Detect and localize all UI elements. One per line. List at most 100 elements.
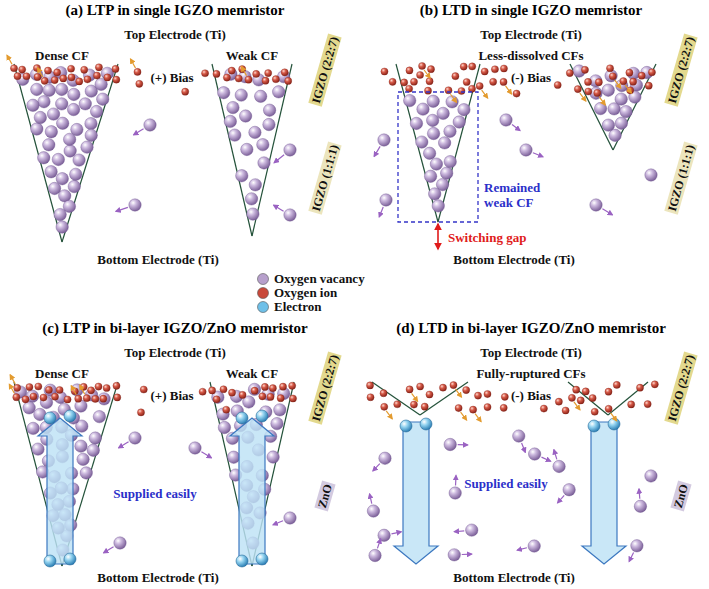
oxygen-vacancy [38,152,50,164]
oxygen-ion [253,70,260,77]
oxygen-ion [83,395,90,402]
layer-face [364,46,664,64]
layer-face [664,544,698,586]
vacancy-motion-arrow [377,539,380,548]
annotation-label: Weak CF [226,366,278,381]
oxygen-ion [220,386,227,393]
oxygen-vacancy [634,500,646,512]
oxygen-ion [455,404,462,411]
oxygen-ion [463,78,470,85]
oxygen-ion [594,89,601,96]
oxygen-ion [199,388,206,395]
vacancy-motion-arrow [558,495,565,503]
oxygen-vacancy [403,94,415,106]
oxygen-vacancy [424,170,436,182]
vacancy-motion-arrow [374,146,380,156]
oxygen-ion [626,69,633,76]
panel-title: (a) LTP in single IGZO memristor [65,2,284,19]
oxygen-ion [289,382,296,389]
layer-face [364,568,664,586]
oxygen-ion [630,78,637,85]
ion-motion-arrow [482,90,488,98]
ion-motion-arrow [242,67,247,76]
legend-swatch-frame [256,300,270,314]
oxygen-vacancy [263,104,275,116]
oxygen-ion [651,381,658,388]
supply-arrow [230,418,274,564]
oxygen-vacancy [249,179,261,191]
oxygen-vacancy [129,199,141,211]
oxygen-vacancy [444,155,456,167]
layer-label: ZnO [670,481,691,512]
layer-outline [8,74,342,250]
oxygen-ion [259,393,266,400]
figure-panel: (c) LTP in bi-layer IGZO/ZnO memristorTo… [0,318,350,589]
layer-outline [364,74,698,250]
igzo-layer: IGZO (1:1:1) [8,74,342,250]
oxygen-vacancy [432,200,444,212]
oxygen-ion [23,73,30,80]
oxygen-ion [636,384,643,391]
oxygen-vacancy [284,144,296,156]
oxygen-vacancy [615,117,627,129]
oxygen-vacancy [52,153,64,165]
oxygen-ion [95,64,102,71]
oxygen-ion [262,77,269,84]
vacancy-motion-arrow [201,452,211,458]
vacancy-motion-arrow [554,450,557,460]
oxygen-vacancy [417,103,429,115]
vacancy-motion-arrow [512,125,520,131]
vacancy-motion-arrow [274,205,284,211]
oxygen-vacancy [48,182,60,194]
oxygen-vacancy [427,95,439,107]
oxygen-ion [381,68,388,75]
oxygen-ion [114,394,121,401]
oxygen-ion [235,75,242,82]
oxygen-ion [113,76,120,83]
oxygen-vacancy [602,119,614,131]
layer-label: IGZO (1:1:1) [664,141,697,214]
panel-title: (c) LTP in bi-layer IGZO/ZnO memristor [42,320,307,337]
oxygen-vacancy [427,127,439,139]
oxygen-vacancy [274,404,286,416]
oxygen-ion [279,383,286,390]
oxygen-ion [582,388,589,395]
oxygen-ion [417,383,424,390]
bottom-electrode-layer: Bottom Electrode (Ti) [364,544,698,586]
ion-motion-arrow [10,375,15,384]
vacancy-motion-arrow [370,494,372,504]
annotation-label: (-) Bias [511,70,551,85]
oxygen-vacancy [453,116,465,128]
oxygen-vacancy [631,540,643,552]
oxygen-ion [81,66,88,73]
oxygen-vacancy [235,89,247,101]
electron [400,420,412,432]
oxygen-vacancy [31,83,43,95]
oxygen-ion [35,383,42,390]
oxygen-ion [76,78,83,85]
electron [256,410,268,422]
illustration-part [364,392,698,568]
bottom-electrode-layer: Bottom Electrode (Ti) [364,226,698,268]
layer-face [364,340,698,364]
layer-face [8,416,308,568]
oxygen-vacancy [47,108,59,120]
oxygen-ion [500,404,507,411]
oxygen-vacancy [423,147,435,159]
oxygen-vacancy [284,512,296,524]
oxygen-ion [501,393,508,400]
legend-label: Oxygen vacancy [274,272,365,286]
oxygen-vacancy [45,166,57,178]
ion-motion-arrow [412,393,418,401]
oxygen-vacancy [263,118,275,130]
oxygen-vacancy [257,138,269,150]
vacancy-motion-arrow [454,530,464,532]
layer-face [308,544,342,586]
oxygen-ion [540,405,547,412]
oxygen-vacancy [34,111,46,123]
oxygen-ion [394,401,401,408]
oxygen-vacancy [129,432,141,444]
oxygen-vacancy [63,200,75,212]
oxygen-ion [281,69,288,76]
